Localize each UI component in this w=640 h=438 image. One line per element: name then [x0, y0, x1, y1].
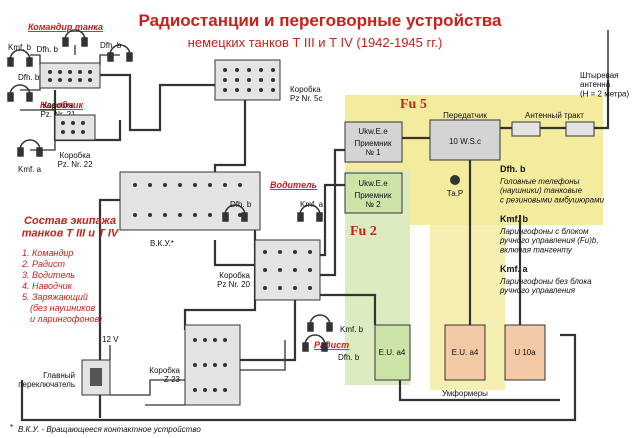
dfhb-label-2: Dfh. b: [100, 41, 122, 50]
umformers-label: Умформеры: [442, 389, 488, 398]
antenna-filter-2: [565, 121, 595, 137]
legend-term-3: Kmf. a: [500, 264, 529, 274]
dfhb-label-1: Dfh. b: [37, 45, 59, 54]
footnote-mark: *: [10, 423, 13, 432]
box-pz21-contacts: [48, 70, 92, 82]
dfhb-label-3: Dfh. b: [18, 73, 40, 82]
box-pz21: [39, 62, 101, 89]
rx1-name: Ukw.E.e: [358, 127, 388, 136]
tx-unit: [429, 119, 501, 161]
umformer-u10a-label: U 10a: [514, 348, 536, 357]
crew-item-1: 1. Командир: [22, 248, 73, 258]
main-switch-lever: [90, 368, 102, 386]
role-radio: Радист: [314, 340, 349, 350]
crew-item-3: 3. Водитель: [22, 270, 75, 280]
antenna-filter-1: [511, 121, 541, 137]
legend-term-2: Kmf. b: [500, 214, 529, 224]
umformer-eu-2: [444, 324, 486, 381]
dfhb-label-5: Dfh. b: [338, 353, 360, 362]
role-commander: Командир танка: [28, 22, 103, 32]
crew-item-4: 4. Наводчик: [22, 281, 73, 291]
crew-item-7: и ларингофонов): [30, 314, 102, 324]
rx2-name: Ukw.E.e: [358, 179, 388, 188]
umformer-eu-1-label: E.U. a4: [379, 348, 406, 357]
umformer-eu-2-label: E.U. a4: [452, 348, 479, 357]
box-pz20-contacts: [263, 250, 312, 290]
fu5-label: Fu 5: [400, 97, 427, 112]
tap-key-icon: [450, 175, 460, 185]
kmfb-label-2: Kmf. b: [340, 325, 364, 334]
dfhb-label-4: Dfh. b: [230, 200, 252, 209]
kmfb-label-1: Kmf. b: [8, 43, 32, 52]
rx2-unit: [344, 172, 403, 214]
page-title: Радиостанции и переговорные устройства: [139, 11, 503, 30]
box-pz22-contacts: [61, 121, 85, 134]
tap-label: Та.Р: [447, 189, 464, 198]
box-pz5c-contacts: [223, 68, 275, 92]
box-z23-contacts: [193, 338, 227, 392]
crew-item-5: 5. Заряжающий: [22, 292, 88, 302]
vku-label: В.К.У.*: [150, 239, 174, 248]
legend: Dfh. b Головные телефоны(наушники) танко…: [499, 164, 605, 295]
umformer-u10a: [504, 324, 546, 381]
crew-list: 1. Командир 2. Радист 3. Водитель 4. Нав…: [21, 248, 102, 324]
vku-device: [119, 171, 261, 231]
vku-contacts: [133, 183, 242, 217]
kmfa-label-1: Kmf. a: [18, 165, 42, 174]
page-subtitle: немецких танков T III и T IV (1942-1945 …: [188, 35, 443, 50]
tx-name: 10 W.S.c: [449, 137, 481, 146]
kmfa-label-2: Kmf. a: [300, 200, 324, 209]
crew-item-6: (без наушников: [30, 303, 95, 313]
voltage-label: 12 V: [102, 335, 119, 344]
headphones-icon: [7, 29, 333, 352]
antenna-tract-label: Антенный тракт: [525, 111, 584, 120]
tx-header: Передатчик: [443, 111, 487, 120]
role-gunner: Наводчик: [40, 100, 84, 110]
crew-item-2: 2. Радист: [21, 259, 65, 269]
role-driver: Водитель: [270, 180, 317, 190]
rx1-unit: [344, 121, 403, 163]
legend-term-1: Dfh. b: [500, 164, 526, 174]
umformer-eu-1: [374, 324, 411, 381]
footnote: В.К.У. - Вращающееся контактное устройст…: [18, 425, 201, 434]
box-pz22: [54, 114, 96, 141]
fu2-label: Fu 2: [350, 224, 377, 239]
